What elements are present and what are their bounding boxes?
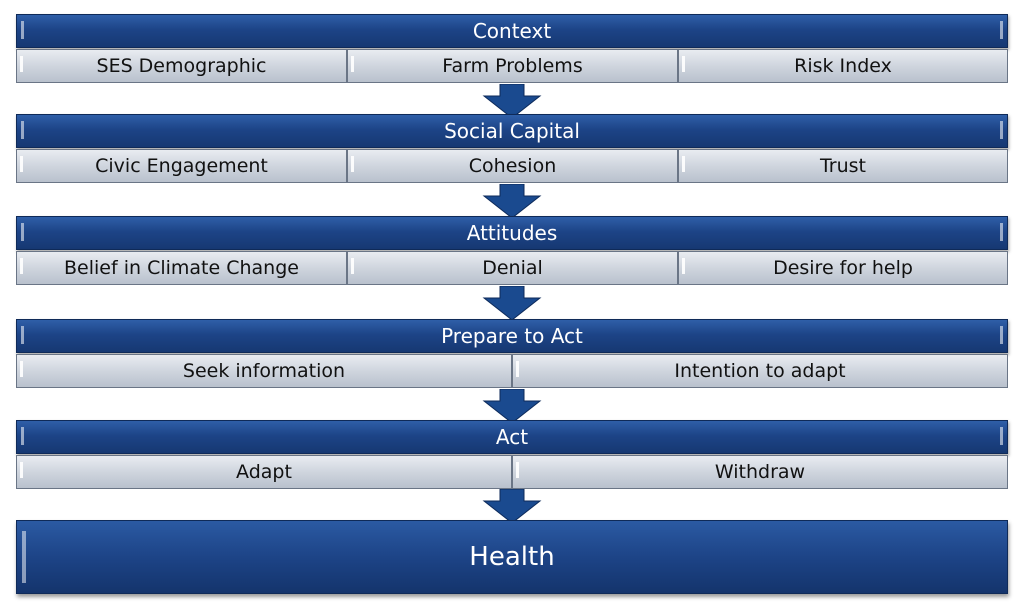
stage-header-context: Context (16, 14, 1008, 48)
stage-item: Cohesion (347, 149, 678, 183)
stage-header-attitudes: Attitudes (16, 216, 1008, 250)
stage-row-context: SES Demographic Farm Problems Risk Index (16, 49, 1008, 83)
down-arrow-icon (482, 184, 542, 218)
down-arrow-icon (482, 389, 542, 423)
stage-item: SES Demographic (16, 49, 347, 83)
stage-row-social-capital: Civic Engagement Cohesion Trust (16, 149, 1008, 183)
stage-item: Seek information (16, 354, 512, 388)
outcome-health: Health (16, 520, 1008, 594)
stage-row-act: Adapt Withdraw (16, 455, 1008, 489)
stage-item: Belief in Climate Change (16, 251, 347, 285)
down-arrow-icon (482, 489, 542, 523)
stage-item: Intention to adapt (512, 354, 1008, 388)
down-arrow-icon (482, 84, 542, 118)
stage-item: Withdraw (512, 455, 1008, 489)
stage-item: Farm Problems (347, 49, 678, 83)
stage-row-prepare-to-act: Seek information Intention to adapt (16, 354, 1008, 388)
stage-item: Trust (678, 149, 1008, 183)
stage-item: Adapt (16, 455, 512, 489)
stage-item: Denial (347, 251, 678, 285)
stage-row-attitudes: Belief in Climate Change Denial Desire f… (16, 251, 1008, 285)
stage-item: Civic Engagement (16, 149, 347, 183)
stage-item: Desire for help (678, 251, 1008, 285)
stage-item: Risk Index (678, 49, 1008, 83)
stage-header-prepare-to-act: Prepare to Act (16, 319, 1008, 353)
stage-header-act: Act (16, 420, 1008, 454)
stage-header-social-capital: Social Capital (16, 114, 1008, 148)
down-arrow-icon (482, 286, 542, 320)
